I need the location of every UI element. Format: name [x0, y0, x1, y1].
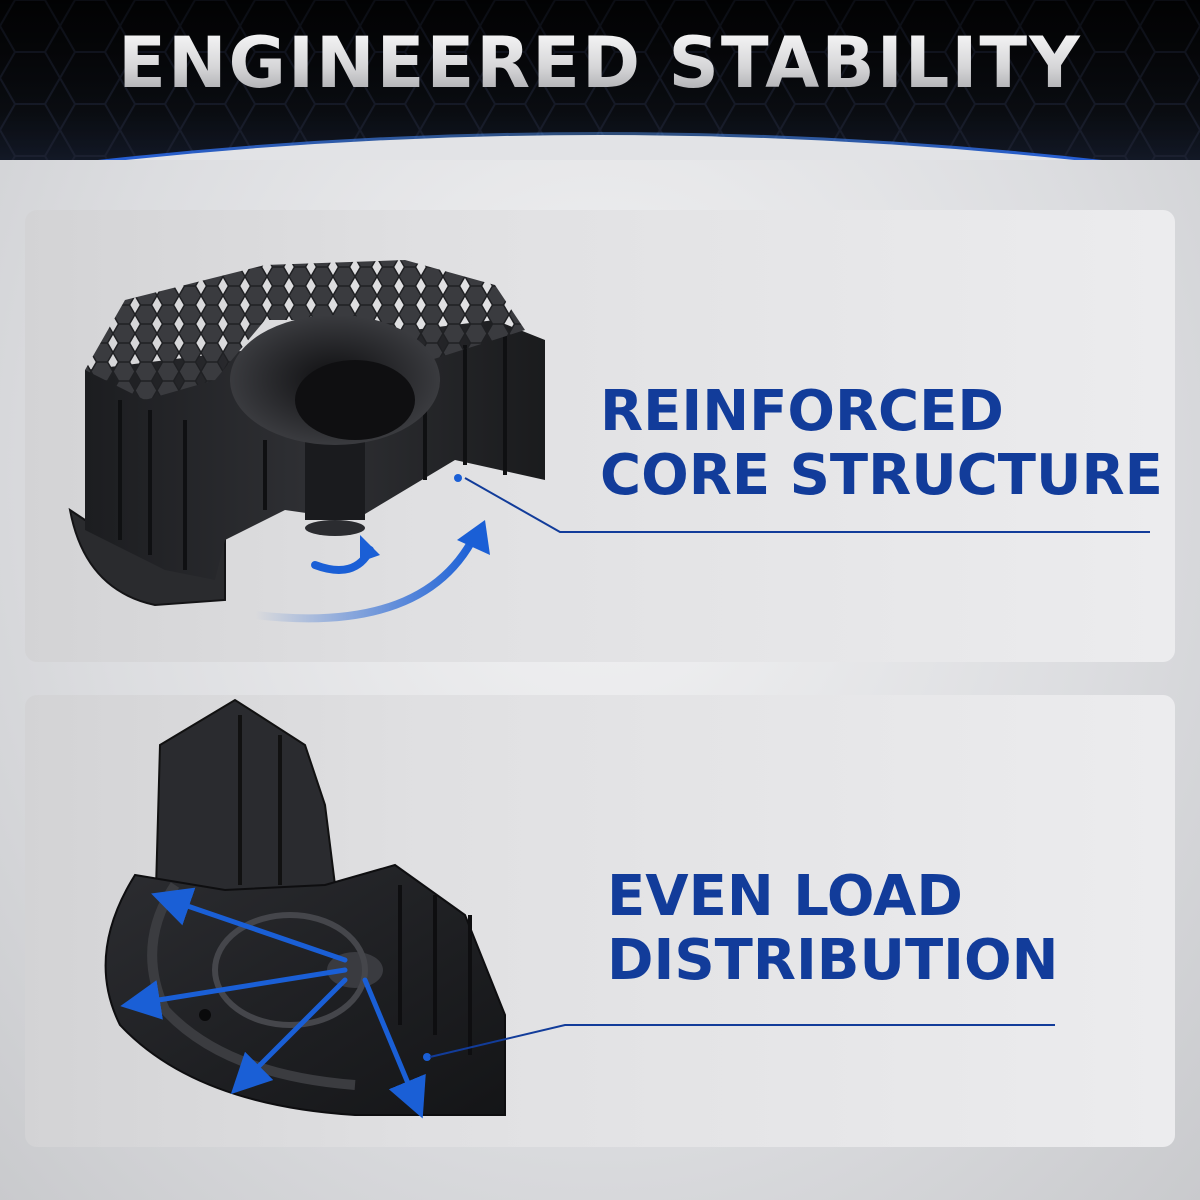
header-banner: ENGINEERED STABILITY	[0, 0, 1200, 160]
feature-line-1: REINFORCED	[600, 379, 1004, 444]
feature-label-reinforced: REINFORCED CORE STRUCTURE	[600, 380, 1163, 508]
page-title: ENGINEERED STABILITY	[0, 22, 1200, 104]
feature-line-2: CORE STRUCTURE	[600, 443, 1163, 508]
feature-line-1: EVEN LOAD	[607, 864, 963, 929]
header-curve-glow	[97, 132, 1103, 160]
reinforced-core-illustration-icon	[68, 260, 1150, 623]
feature-panel-load: EVEN LOAD DISTRIBUTION	[25, 695, 1175, 1147]
feature-line-2: DISTRIBUTION	[607, 928, 1059, 993]
feature-panel-reinforced: REINFORCED CORE STRUCTURE	[25, 210, 1175, 662]
hexagon-pattern-icon	[0, 0, 1200, 160]
load-distribution-illustration-icon	[104, 698, 1055, 1119]
feature-label-load: EVEN LOAD DISTRIBUTION	[607, 865, 1058, 993]
